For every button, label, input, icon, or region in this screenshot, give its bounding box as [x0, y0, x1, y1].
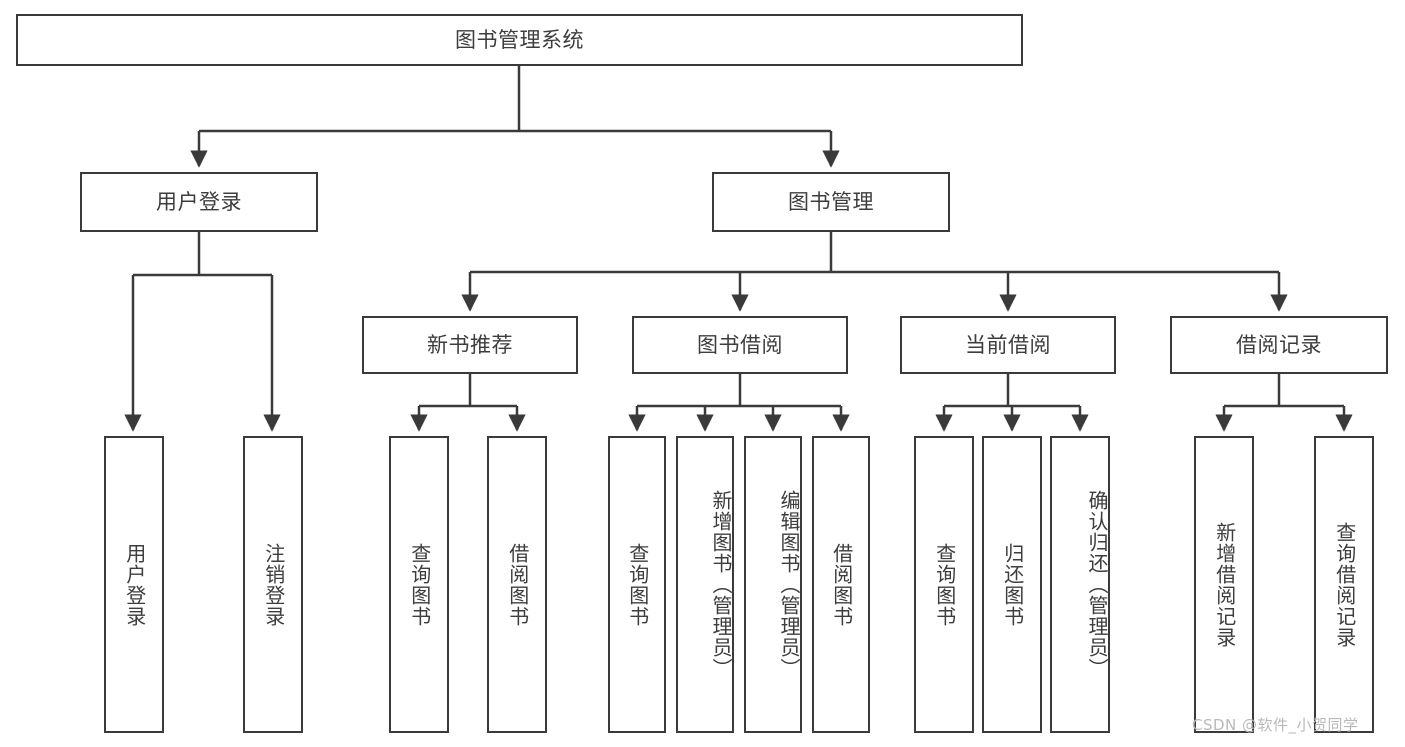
- node-leaf-query-book-borrow[interactable]: 查询图书: [608, 436, 666, 733]
- node-label: 编辑图书（管理员）: [777, 490, 801, 679]
- node-label: 归还图书: [1000, 542, 1025, 627]
- node-current-borrow[interactable]: 当前借阅: [900, 316, 1116, 374]
- node-leaf-add-borrow-record[interactable]: 新增借阅记录: [1194, 436, 1254, 733]
- node-label: 图书管理系统: [455, 27, 584, 52]
- node-borrow-record[interactable]: 借阅记录: [1170, 316, 1388, 374]
- node-label: 查询借阅记录: [1332, 521, 1357, 648]
- node-label: 查询图书: [407, 542, 432, 627]
- node-label: 新增借阅记录: [1212, 521, 1237, 648]
- node-label: 图书管理: [788, 189, 874, 214]
- node-label: 借阅图书: [505, 542, 530, 627]
- csdn-watermark: CSDN @软件_小贺同学: [1192, 716, 1359, 734]
- node-label: 注销登录: [261, 542, 286, 627]
- node-label: 查询图书: [625, 542, 650, 627]
- node-leaf-logout[interactable]: 注销登录: [243, 436, 303, 733]
- node-new-book-recommend[interactable]: 新书推荐: [362, 316, 578, 374]
- node-label: 查询图书: [932, 542, 957, 627]
- node-leaf-borrow-book[interactable]: 借阅图书: [812, 436, 870, 733]
- node-leaf-confirm-return[interactable]: 确认归还（管理员）: [1050, 436, 1110, 733]
- node-book-borrow[interactable]: 图书借阅: [632, 316, 848, 374]
- node-leaf-query-book-recommend[interactable]: 查询图书: [389, 436, 449, 733]
- node-label: 新增图书（管理员）: [709, 490, 733, 679]
- node-label: 借阅记录: [1236, 332, 1322, 357]
- node-leaf-user-login[interactable]: 用户登录: [104, 436, 164, 733]
- node-book-management[interactable]: 图书管理: [712, 172, 950, 232]
- node-label: 用户登录: [156, 189, 242, 214]
- node-root-book-management-system[interactable]: 图书管理系统: [16, 14, 1023, 66]
- node-label: 新书推荐: [427, 332, 513, 357]
- node-leaf-return-book[interactable]: 归还图书: [982, 436, 1042, 733]
- node-leaf-edit-book[interactable]: 编辑图书（管理员）: [744, 436, 802, 733]
- node-label: 图书借阅: [697, 332, 783, 357]
- node-user-login[interactable]: 用户登录: [80, 172, 318, 232]
- node-leaf-query-book-current[interactable]: 查询图书: [914, 436, 974, 733]
- node-label: 确认归还（管理员）: [1085, 490, 1109, 679]
- node-label: 当前借阅: [965, 332, 1051, 357]
- node-label: 用户登录: [122, 542, 147, 627]
- node-leaf-add-book[interactable]: 新增图书（管理员）: [676, 436, 734, 733]
- node-label: 借阅图书: [829, 542, 854, 627]
- node-leaf-borrow-book-recommend[interactable]: 借阅图书: [487, 436, 547, 733]
- node-leaf-query-borrow-record[interactable]: 查询借阅记录: [1314, 436, 1374, 733]
